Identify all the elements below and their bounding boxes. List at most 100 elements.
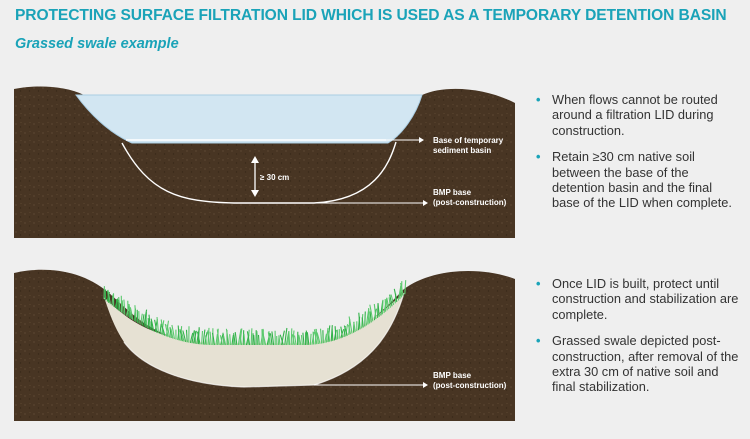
grass-blade [143, 309, 148, 327]
bullet-item: •When flows cannot be routed around a fi… [532, 92, 742, 138]
grass-blade [291, 333, 295, 346]
grass-blade [348, 316, 353, 334]
grass-blade [159, 323, 162, 334]
grass-blade [129, 307, 134, 320]
grass-blade [118, 296, 121, 312]
temporary-basin-diagram: ≥ 30 cm Base of temporary sediment basin… [14, 85, 515, 238]
bmp-base-curve [123, 292, 405, 388]
grass-blade [196, 331, 201, 345]
grass-blade [390, 294, 395, 306]
grass-blade [381, 299, 384, 315]
grass-blade [166, 324, 171, 338]
grass-blade [298, 334, 302, 346]
grassed-swale-diagram: BMP base (post-construction) [14, 267, 515, 421]
grass-blade [216, 329, 220, 346]
bullet-dot-icon: • [536, 333, 541, 349]
grass-blade [340, 326, 343, 338]
grass-blade [211, 332, 215, 346]
grass-blade [330, 325, 333, 342]
grass-blade [404, 280, 407, 295]
bmp-base-label-line2: (post-construction) [433, 381, 507, 390]
grass-blade [353, 321, 356, 332]
temp-base-arrow-head [419, 137, 424, 143]
grass-blade [306, 332, 310, 345]
bullet-text: Once LID is built, protect until constru… [552, 276, 739, 322]
grass-blade [106, 290, 110, 303]
sky-background [14, 85, 515, 103]
bullet-text: Grassed swale depicted post-construction… [552, 333, 739, 395]
grass-blade [154, 319, 158, 333]
grass-blade [250, 328, 253, 346]
grass-blade [345, 324, 349, 337]
grass-blade [179, 329, 183, 342]
grass-blade [369, 304, 374, 322]
grass-blade [201, 330, 204, 345]
grass-blade [377, 303, 380, 317]
grass-blade [239, 335, 243, 346]
grass-blade [364, 311, 366, 327]
sky-background [14, 267, 515, 345]
grass-blade [312, 331, 315, 345]
bmp-base-label-line1: BMP base [433, 371, 472, 380]
grass-blade [393, 288, 398, 303]
grass-blade [343, 325, 348, 336]
grass-blade [229, 334, 231, 346]
bmp-base-arrow-head [423, 200, 428, 206]
bullet-dot-icon: • [536, 92, 541, 107]
grass-blade [239, 328, 243, 346]
grass-blade [297, 335, 300, 346]
bullet-item: •Retain ≥30 cm native soil between the b… [532, 149, 742, 211]
grass-blade [123, 299, 126, 315]
bullet-item: • Once LID is built, protect until constr… [532, 276, 742, 322]
grass-blade [140, 313, 143, 325]
grass-blade [243, 333, 246, 346]
grass-blade [315, 328, 319, 345]
grass-blade [278, 335, 281, 346]
grass-blade [319, 328, 323, 344]
grass-blade [325, 327, 329, 343]
grass-blade [262, 333, 267, 346]
grass-blade [316, 332, 321, 344]
grass-blade [386, 297, 390, 310]
page-subtitle: Grassed swale example [15, 36, 179, 52]
grass-blade [205, 335, 207, 345]
grass-blade [368, 308, 371, 324]
grass-blade [347, 324, 351, 335]
grass-blade [334, 326, 337, 340]
grass-blade [331, 328, 334, 341]
grass-blade [400, 282, 404, 296]
grass-blade [327, 330, 331, 342]
grass-blade [148, 314, 151, 330]
grass-blade [313, 329, 318, 345]
bmp-base-arrow-head [423, 382, 428, 388]
grass-blade [209, 331, 212, 346]
temporary-basin-svg: ≥ 30 cm Base of temporary sediment basin… [14, 85, 515, 238]
grass-blade [134, 305, 137, 322]
grass-blade [150, 318, 155, 332]
grass-blade [242, 330, 245, 346]
grass-blade [388, 297, 391, 308]
grass-blade [246, 331, 251, 346]
bmp-base-label-line1: BMP base [433, 188, 472, 197]
grass-blade [180, 331, 185, 342]
bullet-text: Retain ≥30 cm native soil between the ba… [552, 149, 732, 211]
grass-blade [170, 328, 174, 339]
bmp-base-curve [121, 141, 397, 204]
page-title: PROTECTING SURFACE FILTRATION LID WHICH … [15, 7, 727, 24]
grass-blade [284, 327, 288, 346]
grass-blade [234, 332, 238, 346]
grass-blade [300, 335, 303, 346]
grass-blade [147, 318, 150, 329]
grass-blade [302, 332, 305, 346]
depth-arrow-down-icon [251, 190, 259, 197]
grass-blade [257, 334, 260, 346]
grassed-swale-svg: BMP base (post-construction) [14, 267, 515, 421]
grass-blade [256, 331, 259, 346]
grass-blade [281, 330, 285, 346]
depth-measure-label: ≥ 30 cm [260, 173, 289, 182]
grass-blade [290, 328, 293, 346]
grass-blade [169, 327, 172, 339]
bullet-dot-icon: • [536, 276, 541, 291]
bmp-base-label-line2: (post-construction) [433, 198, 507, 207]
grass-blade [128, 304, 132, 319]
